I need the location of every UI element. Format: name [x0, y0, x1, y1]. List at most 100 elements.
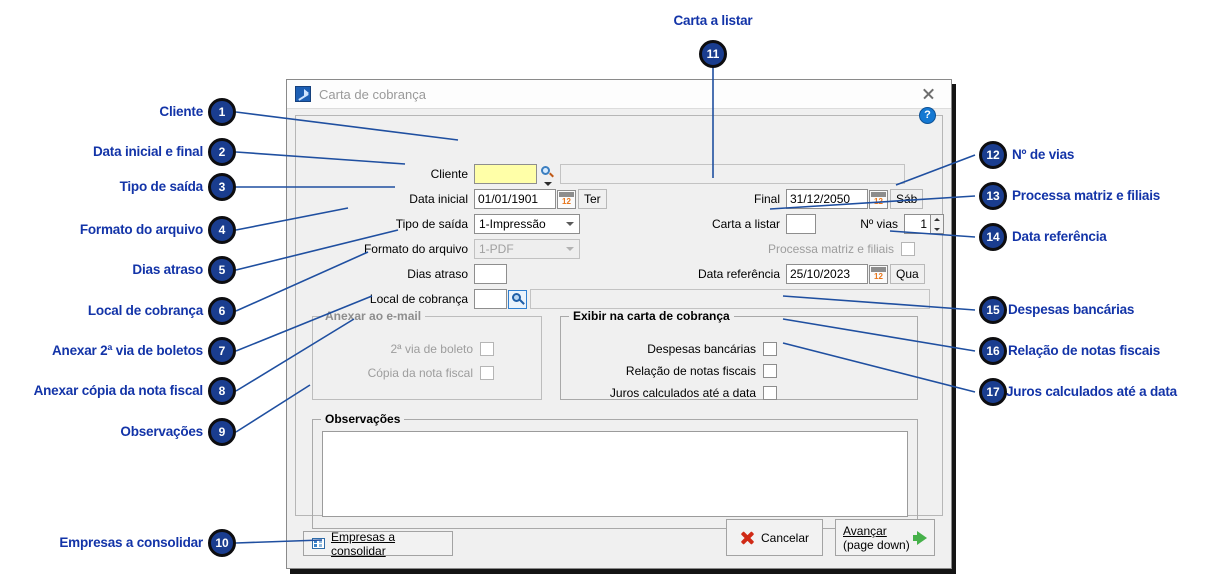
relacao-notas-fiscais-label: Relação de notas fiscais — [625, 364, 756, 378]
data-inicial-input[interactable]: 01/01/1901 — [474, 189, 556, 209]
callout-label-5: Dias atraso — [132, 262, 203, 277]
callout-label-10: Empresas a consolidar — [59, 535, 203, 550]
juros-calculados-label: Juros calculados até a data — [609, 386, 756, 400]
cliente-input[interactable] — [474, 164, 537, 184]
num-vias-value[interactable]: 1 — [904, 214, 930, 234]
stepper-up-icon — [931, 215, 943, 224]
row-data-referencia: Data referência 25/10/2023 12 Qua — [640, 264, 925, 284]
callout-label-1: Cliente — [159, 104, 203, 119]
dias-atraso-label: Dias atraso — [407, 267, 468, 281]
cancel-button[interactable]: Cancelar — [726, 519, 823, 556]
observacoes-textarea[interactable] — [322, 431, 908, 517]
callout-badge-3: 3 — [208, 173, 236, 201]
row-tipo-saida: Tipo de saída 1-Impressão — [300, 214, 580, 234]
num-vias-label: Nº vias — [860, 217, 898, 231]
tipo-saida-value: 1-Impressão — [479, 217, 546, 231]
despesas-bancarias-label: Despesas bancárias — [647, 342, 756, 356]
row-cliente: Cliente — [300, 164, 905, 186]
calendar-icon-final[interactable]: 12 — [869, 189, 888, 209]
row-juros-calculados: Juros calculados até a data — [561, 383, 917, 403]
callout-label-2: Data inicial e final — [92, 144, 203, 159]
main-panel: ? Cliente Data inicial 01/01/1901 12 Ter — [295, 107, 944, 529]
callout-badge-16: 16 — [979, 337, 1007, 365]
carta-listar-label: Carta a listar — [711, 217, 780, 231]
final-input[interactable]: 31/12/2050 — [786, 189, 868, 209]
data-referencia-input[interactable]: 25/10/2023 — [786, 264, 868, 284]
advance-button[interactable]: Avançar (page down) — [835, 519, 935, 556]
data-inicial-label: Data inicial — [409, 192, 468, 206]
carta-de-cobranca-dialog: Carta de cobrança ? Cliente Data inicial… — [286, 79, 952, 569]
chevron-down-icon — [566, 247, 574, 251]
callout-badge-11: 11 — [699, 40, 727, 68]
callout-label-14: Data referência — [1012, 229, 1107, 244]
search-icon[interactable] — [540, 165, 556, 186]
callout-label-15: Despesas bancárias — [1008, 302, 1135, 317]
callout-label-17: Juros calculados até a data — [1006, 384, 1177, 399]
row-formato-arquivo: Formato do arquivo 1-PDF — [300, 239, 580, 259]
segunda-via-boleto-checkbox[interactable] — [480, 342, 494, 356]
exibir-na-carta-title: Exibir na carta de cobrança — [569, 309, 734, 323]
row-local-cobranca: Local de cobrança — [300, 289, 930, 309]
empresas-a-consolidar-button[interactable]: Empresas a consolidar — [303, 530, 453, 558]
cliente-label: Cliente — [430, 167, 468, 181]
close-icon[interactable] — [907, 81, 949, 108]
callout-badge-5: 5 — [208, 256, 236, 284]
local-cobranca-search-icon[interactable] — [508, 289, 527, 309]
num-vias-stepper[interactable]: 1 — [904, 214, 944, 234]
cliente-description — [560, 164, 905, 184]
help-icon[interactable]: ? — [919, 107, 936, 124]
juros-calculados-checkbox[interactable] — [763, 386, 777, 400]
callout-badge-8: 8 — [208, 377, 236, 405]
final-label: Final — [753, 192, 780, 206]
processa-matriz-checkbox[interactable] — [901, 242, 915, 256]
arrow-right-icon — [913, 530, 927, 545]
cancel-label: Cancelar — [760, 530, 810, 545]
callout-badge-17: 17 — [979, 378, 1007, 406]
relacao-notas-fiscais-checkbox[interactable] — [763, 364, 777, 378]
window-titlebar: Carta de cobrança — [287, 80, 951, 109]
callout-badge-2: 2 — [208, 138, 236, 166]
num-vias-buttons[interactable] — [930, 214, 944, 234]
dias-atraso-input[interactable] — [474, 264, 507, 284]
carta-listar-input[interactable] — [786, 214, 816, 234]
calendar-icon-referencia[interactable]: 12 — [869, 264, 888, 284]
data-inicial-weekday: Ter — [578, 189, 607, 209]
window-title: Carta de cobrança — [319, 86, 426, 102]
callout-label-9: Observações — [120, 424, 203, 439]
anexar-ao-email-group: Anexar ao e-mail 2ª via de boleto Cópia … — [312, 309, 542, 400]
callout-badge-10: 10 — [208, 529, 236, 557]
anexar-ao-email-title: Anexar ao e-mail — [321, 309, 426, 323]
despesas-bancarias-checkbox[interactable] — [763, 342, 777, 356]
callout-label-4: Formato do arquivo — [79, 222, 203, 237]
callout-badge-12: 12 — [979, 141, 1007, 169]
row-dias-atraso: Dias atraso — [300, 264, 507, 284]
callout-badge-15: 15 — [979, 296, 1007, 324]
observacoes-group: Observações — [312, 412, 918, 529]
callout-label-16: Relação de notas fiscais — [1008, 343, 1161, 358]
row-relacao-notas-fiscais: Relação de notas fiscais — [561, 361, 917, 381]
data-referencia-weekday: Qua — [890, 264, 925, 284]
advance-label: Avançar — [843, 523, 887, 538]
row-data-inicial: Data inicial 01/01/1901 12 Ter — [300, 189, 607, 209]
grid-icon — [312, 538, 325, 549]
callout-label-6: Local de cobrança — [87, 303, 203, 318]
callout-label-11: Carta a listar — [673, 13, 753, 28]
processa-matriz-label: Processa matriz e filiais — [767, 242, 894, 256]
callout-label-8: Anexar cópia da nota fiscal — [33, 383, 204, 398]
tipo-saida-label: Tipo de saída — [395, 217, 468, 231]
row-final: Final 31/12/2050 12 Sáb — [694, 189, 924, 209]
local-cobranca-input[interactable] — [474, 289, 507, 309]
segunda-via-boleto-label: 2ª via de boleto — [390, 342, 474, 356]
row-segunda-via-boleto: 2ª via de boleto — [313, 339, 541, 359]
tipo-saida-select[interactable]: 1-Impressão — [474, 214, 580, 234]
callout-label-13: Processa matriz e filiais — [1012, 188, 1161, 203]
callout-label-3: Tipo de saída — [119, 179, 204, 194]
calendar-icon-inicial[interactable]: 12 — [557, 189, 576, 209]
local-cobranca-label: Local de cobrança — [369, 292, 468, 306]
copia-nota-fiscal-checkbox[interactable] — [480, 366, 494, 380]
final-weekday: Sáb — [890, 189, 924, 209]
data-referencia-label: Data referência — [697, 267, 780, 281]
formato-arquivo-value: 1-PDF — [479, 242, 514, 256]
row-carta-listar: Carta a listar Nº vias 1 — [694, 214, 944, 234]
copia-nota-fiscal-label: Cópia da nota fiscal — [367, 366, 473, 380]
